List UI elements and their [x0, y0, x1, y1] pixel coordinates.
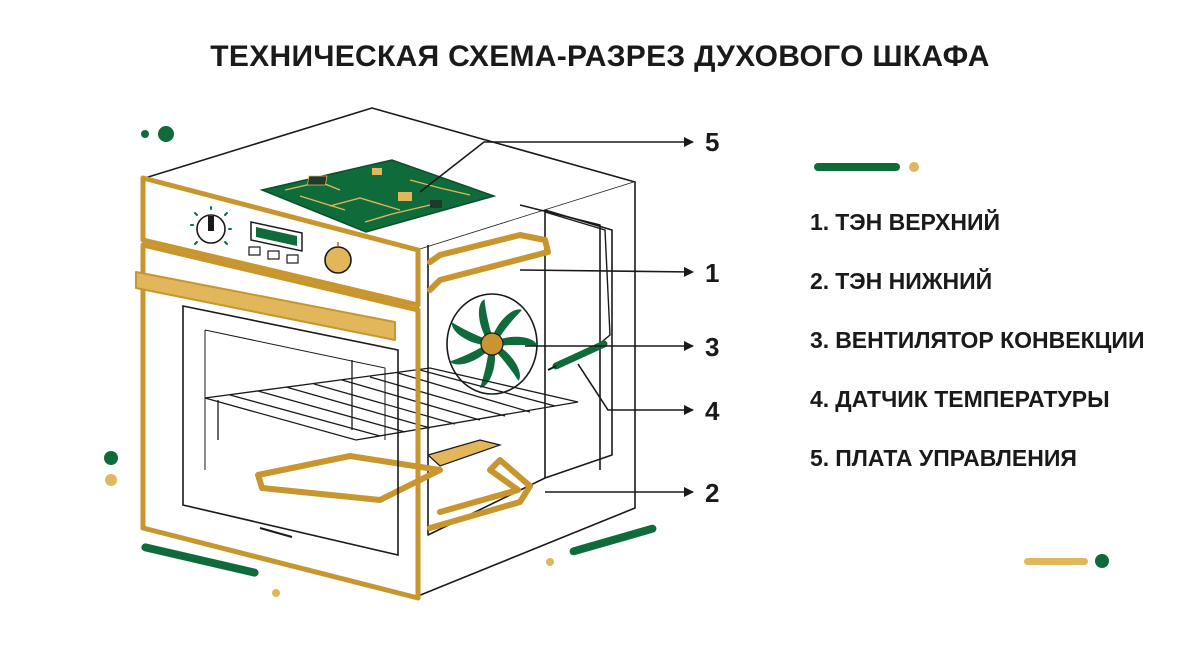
cavity-back-wall [544, 209, 613, 479]
pcb-trace [299, 195, 346, 211]
parts-legend: 1.ТЭН ВЕРХНИЙ 2.ТЭН НИЖНИЙ 3.ВЕНТИЛЯТОР … [810, 205, 1145, 500]
callout-number-2: 2 [705, 478, 719, 508]
accent-dot [272, 589, 280, 597]
callout-line-1 [519, 266, 694, 277]
pcb-trace [329, 197, 401, 211]
fan-blade [492, 309, 522, 341]
oven-front [135, 175, 421, 601]
pcb-chip [430, 200, 442, 208]
legend-number: 5. [810, 445, 830, 471]
legend-number: 2. [810, 268, 830, 294]
callout-number-5: 5 [705, 127, 719, 157]
control-board [259, 159, 497, 233]
callout-line-5 [419, 137, 694, 193]
door-slot [259, 527, 293, 538]
legend-label: ВЕНТИЛЯТОР КОНВЕКЦИИ [835, 327, 1145, 353]
panel-button-1[interactable] [248, 246, 261, 256]
fan-blade [450, 344, 490, 365]
upper-heater [427, 232, 551, 293]
accent-dot [546, 558, 554, 566]
lower-tube [426, 439, 503, 467]
accent-bar [569, 524, 657, 556]
display-screen-inner [256, 227, 297, 246]
accent-dot [158, 126, 174, 142]
fan-hub [480, 332, 504, 356]
accent-dot [1095, 554, 1109, 568]
legend-item: 3.ВЕНТИЛЯТОР КОНВЕКЦИИ [810, 323, 1145, 358]
accent-bar [814, 163, 900, 171]
mode-knob[interactable] [190, 206, 232, 245]
accent-bar [1024, 558, 1088, 565]
panel-button-2[interactable] [267, 250, 280, 260]
accent-bar [141, 543, 259, 577]
legend-label: ТЭН ВЕРХНИЙ [835, 209, 1001, 235]
convection-fan [446, 293, 538, 395]
heater-wire [544, 211, 611, 346]
legend-number: 3. [810, 327, 830, 353]
legend-label: ПЛАТА УПРАВЛЕНИЯ [835, 445, 1077, 471]
door-frame [140, 242, 421, 601]
lower-heater [255, 453, 533, 531]
fan-blade [452, 322, 488, 346]
callout-number-4: 4 [705, 396, 720, 426]
pcb-trace [409, 179, 471, 196]
accent-dot [105, 474, 117, 486]
accent-dot [909, 162, 919, 172]
pcb-chip [372, 168, 382, 175]
door-window-inner [204, 329, 386, 470]
sensor-probe [552, 340, 608, 370]
fan-blade [496, 336, 538, 346]
pcb-trace [364, 204, 431, 223]
temperature-knob[interactable] [324, 242, 352, 274]
pcb-chip [398, 192, 412, 201]
legend-item: 5.ПЛАТА УПРАВЛЕНИЯ [810, 441, 1145, 476]
legend-label: ДАТЧИК ТЕМПЕРАТУРЫ [835, 386, 1110, 412]
accent-dot [141, 130, 149, 138]
legend-label: ТЭН НИЖНИЙ [835, 268, 993, 294]
temperature-sensor [547, 340, 608, 371]
door-window [182, 305, 399, 557]
callout-number-3: 3 [705, 332, 719, 362]
legend-number: 4. [810, 386, 830, 412]
fan-blade [479, 348, 496, 388]
rack-frame [204, 367, 579, 441]
accent-dot [104, 451, 118, 465]
fan-blade [493, 345, 520, 381]
callout-number-1: 1 [705, 258, 719, 288]
sensor-tip [547, 365, 557, 371]
panel-button-3[interactable] [286, 254, 299, 264]
cavity-inner-line [427, 245, 546, 536]
legend-item: 4.ДАТЧИК ТЕМПЕРАТУРЫ [810, 382, 1145, 417]
callout-line-4 [577, 363, 694, 415]
callout-arrows [419, 137, 694, 497]
legend-item: 2.ТЭН НИЖНИЙ [810, 264, 1145, 299]
legend-item: 1.ТЭН ВЕРХНИЙ [810, 205, 1145, 240]
cavity-edge [519, 204, 601, 470]
oven-rack [204, 360, 579, 441]
legend-number: 1. [810, 209, 830, 235]
door-handle [135, 271, 396, 341]
decorative-accents [104, 126, 1109, 597]
fan-blade [479, 299, 493, 341]
page-title: ТЕХНИЧЕСКАЯ СХЕМА-РАЗРЕЗ ДУХОВОГО ШКАФА [210, 40, 990, 73]
pcb-chip [306, 175, 328, 186]
